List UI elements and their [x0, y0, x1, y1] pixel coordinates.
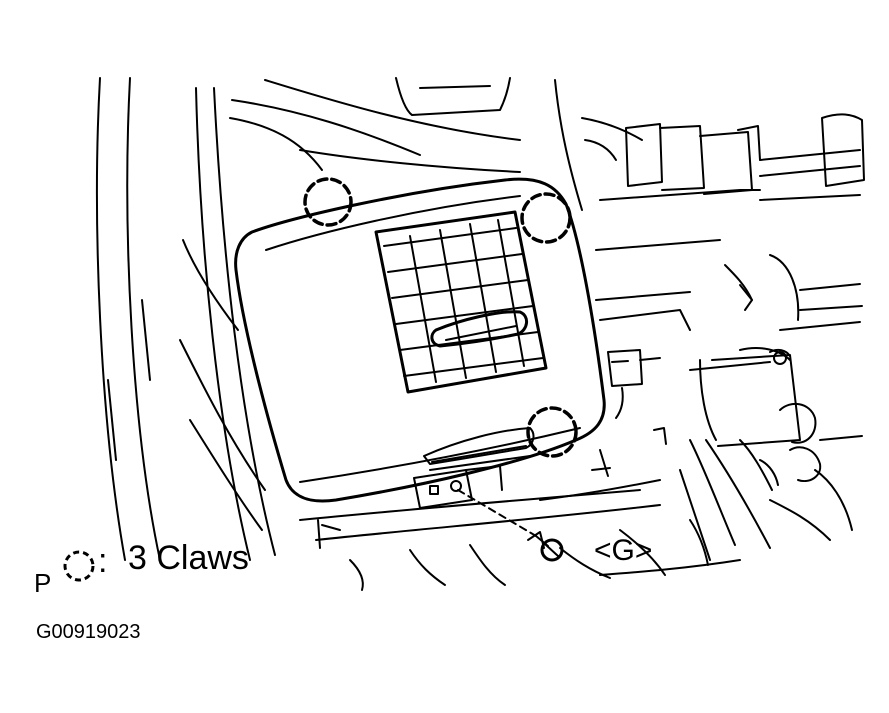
vent-panel	[234, 177, 606, 503]
dashed-circle-icon	[63, 550, 95, 582]
air-vent-frame	[374, 210, 548, 394]
panel-handle	[423, 427, 535, 471]
callout-label: <G>	[594, 534, 652, 567]
claw-marker-top-left	[303, 177, 353, 227]
figure-id: G00919023	[36, 621, 141, 643]
dashboard-pillar-lines	[96, 77, 323, 561]
claw-marker-bottom-right	[526, 406, 578, 458]
screw-icon	[540, 538, 564, 562]
legend-text: 3 Claws	[128, 539, 249, 577]
diagram-line-art	[96, 77, 865, 591]
legend: P : 3 Claws	[34, 539, 249, 598]
screw-tab	[413, 465, 503, 509]
lower-right-cluster	[679, 347, 863, 561]
claw-marker-top-right	[520, 192, 572, 244]
upper-dash-lines	[231, 77, 643, 211]
vent-panel-outline	[234, 177, 606, 503]
legend-colon: :	[98, 542, 107, 580]
lower-dash-lines	[299, 427, 741, 591]
screw-g	[457, 489, 564, 562]
claw-markers	[303, 177, 578, 458]
legend-prefix: P	[34, 568, 51, 598]
vent-panel-lower-edge	[299, 427, 581, 483]
vent-panel-inner-edge	[265, 195, 521, 251]
vent-knob-icon	[430, 310, 528, 348]
air-vent	[374, 210, 548, 394]
screw-leader-line	[457, 489, 537, 537]
right-components	[595, 113, 865, 331]
side-bracket	[607, 349, 661, 419]
